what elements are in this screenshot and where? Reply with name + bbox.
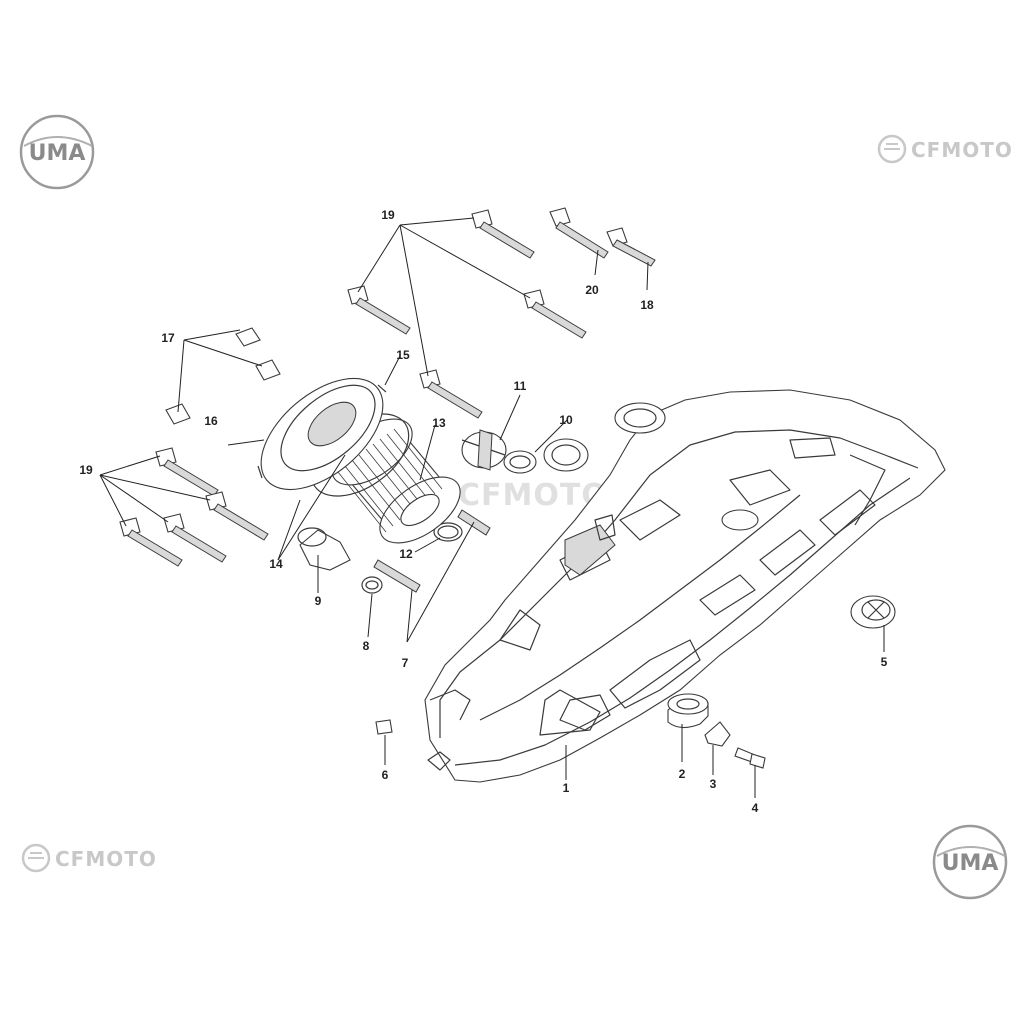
callout-15: 15: [396, 348, 410, 362]
callout-1: 1: [563, 781, 570, 795]
cfmoto-logo-bottom-left: CFMOTO: [21, 843, 157, 873]
callout-18: 18: [640, 298, 654, 312]
caps-part-17: [165, 327, 281, 425]
callout-11: 11: [514, 379, 527, 393]
cap-part-9: [297, 527, 351, 571]
plate-part-3: [704, 721, 731, 747]
callout-6: 6: [382, 768, 389, 782]
bolts-part-19-lower: [119, 447, 269, 567]
cfmoto-logo-top-right: CFMOTO: [877, 134, 1013, 164]
plug-part-5: [850, 595, 896, 629]
bolt-part-4: [734, 747, 766, 769]
uma-logo-text: UMA: [29, 141, 86, 166]
key-part-6: [375, 719, 393, 735]
callout-14: 14: [269, 557, 283, 571]
seal-ring-part-10: [503, 450, 537, 474]
o-ring-part-8: [361, 576, 383, 594]
bolts-part-19-upper: [347, 209, 587, 419]
o-ring-part-12: [433, 522, 463, 542]
callout-17: 17: [161, 331, 175, 345]
filler-plug-part-11: [461, 429, 507, 471]
callout-19-lower: 19: [79, 463, 93, 477]
callout-12: 12: [399, 547, 413, 561]
cfmoto-logo-text: CFMOTO: [458, 478, 608, 513]
callout-8: 8: [363, 639, 370, 653]
filter-cover-part-16: [257, 377, 387, 491]
callout-13: 13: [432, 416, 446, 430]
callout-4: 4: [752, 801, 759, 815]
cfmoto-logo-text: CFMOTO: [55, 847, 157, 871]
callout-7: 7: [402, 656, 409, 670]
bushing-part-2: [667, 693, 709, 729]
callout-10: 10: [559, 413, 573, 427]
callout-20: 20: [585, 283, 599, 297]
bolts-part-18-20: [549, 207, 656, 267]
callout-16: 16: [204, 414, 218, 428]
leader-lines: [99, 217, 885, 798]
callout-2: 2: [679, 767, 686, 781]
cfmoto-logo-center: CFMOTO: [458, 478, 608, 513]
oil-filter-part-13: [331, 418, 461, 544]
callout-labels: 1 2 3 4 5 6 7 8 9 10 11 12 13 14 15 16 1…: [79, 208, 887, 815]
callout-5: 5: [881, 655, 888, 669]
callout-3: 3: [710, 777, 717, 791]
uma-logo-bottom-right: UMA: [932, 824, 1008, 900]
crankcase-cover-part-1: [424, 389, 946, 783]
cfmoto-logo-text: CFMOTO: [911, 138, 1013, 162]
uma-logo-text: UMA: [942, 851, 999, 876]
uma-logo-top-left: UMA: [19, 114, 95, 190]
callout-19-upper: 19: [381, 208, 395, 222]
callout-9: 9: [315, 594, 322, 608]
